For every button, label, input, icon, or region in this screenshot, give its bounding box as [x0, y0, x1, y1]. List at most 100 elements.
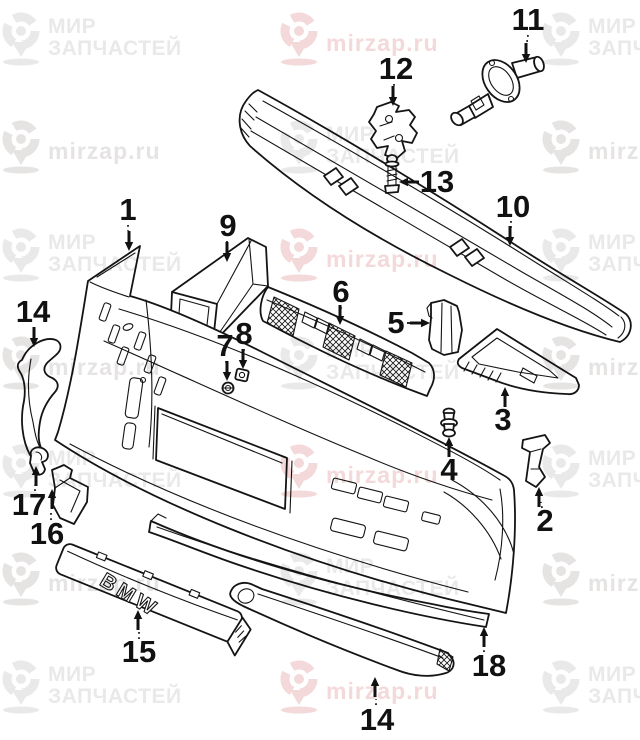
callout-1: 1: [119, 192, 137, 251]
svg-text:10: 10: [496, 189, 530, 224]
site-pin-logo-icon: [543, 557, 579, 606]
svg-text:4: 4: [440, 452, 458, 487]
svg-text:8: 8: [235, 316, 252, 351]
kidney-vent-slots: [98, 302, 167, 450]
svg-text:12: 12: [379, 51, 413, 86]
callout-18: 18: [472, 627, 506, 683]
svg-text:ЗАПЧАСТЕЙ: ЗАПЧАСТЕЙ: [588, 252, 640, 276]
callout-13: 13: [399, 164, 454, 199]
watermark-brand: МИР ЗАПЧАСТЕЙ: [3, 231, 181, 282]
watermark-brand: МИР ЗАПЧАСТЕЙ: [3, 15, 182, 66]
part-clip: [29, 446, 49, 476]
brand-pin-logo-icon: [543, 449, 579, 498]
part-corner-molding: [16, 338, 62, 456]
svg-text:ЗАПЧАСТЕЙ: ЗАПЧАСТЕЙ: [588, 684, 640, 708]
part-shock-absorber: [450, 55, 545, 127]
svg-text:ЗАПЧАСТЕЙ: ЗАПЧАСТЕЙ: [48, 36, 182, 60]
part-grille-bracket: [426, 299, 463, 356]
callout-14-left: 14: [16, 294, 51, 347]
svg-text:ЗАПЧАСТЕЙ: ЗАПЧАСТЕЙ: [588, 468, 640, 492]
svg-text:ЗАПЧАСТЕЙ: ЗАПЧАСТЕЙ: [48, 684, 182, 708]
svg-text:9: 9: [219, 208, 236, 243]
callout-12: 12: [379, 51, 413, 106]
leader-arrow-icon: [124, 231, 134, 251]
leader-arrow-icon: [410, 318, 430, 328]
callouts-layer: 1 2 3 4 5 6 7: [12, 2, 554, 737]
svg-text:17: 17: [12, 487, 46, 522]
part-fastener-7: [221, 381, 235, 395]
brand-pin-logo-icon: [3, 233, 39, 282]
brand-pin-logo-icon: [543, 665, 579, 714]
site-pin-logo-icon: [281, 665, 317, 714]
svg-text:3: 3: [494, 402, 511, 437]
callout-15: 15: [122, 610, 156, 669]
svg-text:14: 14: [360, 702, 395, 737]
leader-arrow-icon: [370, 677, 380, 697]
svg-text:МИР: МИР: [48, 663, 96, 686]
callout-4: 4: [440, 437, 458, 487]
svg-text:15: 15: [122, 634, 156, 669]
svg-text:МИР: МИР: [48, 231, 96, 254]
callout-5: 5: [387, 305, 430, 340]
part-corner-trim: [456, 328, 580, 396]
part-support-bracket: [51, 464, 89, 525]
svg-text:14: 14: [16, 294, 51, 329]
svg-text:11: 11: [512, 2, 545, 37]
brand-pin-logo-icon: [3, 17, 39, 66]
callout-3: 3: [494, 387, 512, 437]
svg-text:18: 18: [472, 648, 506, 683]
part-grommet: [440, 407, 458, 438]
leader-arrow-icon: [479, 627, 489, 647]
svg-text:МИР: МИР: [588, 15, 636, 38]
callout-2: 2: [534, 487, 554, 538]
part-fastener-8: [234, 367, 250, 383]
watermark-brand: МИР ЗАПЧАСТЕЙ: [543, 447, 640, 498]
callout-10: 10: [496, 189, 530, 246]
callout-16: 16: [30, 489, 64, 551]
svg-text:16: 16: [30, 516, 64, 551]
part-brake-duct: [169, 237, 269, 343]
site-pin-logo-icon: [543, 125, 579, 174]
svg-text:7: 7: [216, 328, 233, 363]
watermark-brand: МИР ЗАПЧАСТЕЙ: [3, 663, 182, 714]
callout-11: 11: [512, 2, 545, 63]
watermark-site: mirzap.ru: [543, 557, 640, 606]
svg-text:mirzap.ru: mirzap.ru: [588, 570, 640, 596]
callout-7: 7: [216, 328, 234, 381]
watermark-site: mirzap.ru: [281, 17, 438, 66]
svg-text:МИР: МИР: [588, 231, 636, 254]
svg-text:mirzap.ru: mirzap.ru: [588, 354, 640, 380]
svg-text:5: 5: [387, 305, 404, 340]
callout-8: 8: [235, 316, 253, 369]
svg-text:2: 2: [536, 503, 553, 538]
callout-14-bottom: 14: [360, 677, 395, 737]
part-guide-bracket: [521, 434, 551, 488]
part-impact-bar: [238, 89, 632, 343]
brand-pin-logo-icon: [543, 17, 579, 66]
svg-text:МИР: МИР: [588, 447, 636, 470]
watermark-site: mirzap.ru: [3, 125, 161, 174]
svg-text:6: 6: [332, 274, 349, 309]
part-side-bracket: [368, 101, 418, 160]
site-pin-logo-icon: [281, 17, 317, 66]
part-center-grille: [259, 286, 435, 397]
svg-text:mirzap.ru: mirzap.ru: [48, 138, 161, 164]
lower-vent-slots: [330, 477, 441, 552]
site-pin-logo-icon: [281, 233, 317, 282]
site-pin-logo-icon: [3, 557, 39, 606]
callout-9: 9: [219, 208, 237, 262]
watermark-brand: МИР ЗАПЧАСТЕЙ: [543, 15, 640, 66]
part-bolt: [384, 154, 400, 194]
svg-text:mirzap.ru: mirzap.ru: [326, 678, 439, 704]
svg-text:mirzap.ru: mirzap.ru: [588, 138, 640, 164]
watermark-site: mirzap.ru: [543, 125, 640, 174]
svg-text:МИР: МИР: [48, 15, 96, 38]
svg-text:13: 13: [420, 164, 454, 199]
brand-pin-logo-icon: [3, 665, 39, 714]
site-pin-logo-icon: [3, 125, 39, 174]
callout-6: 6: [332, 274, 350, 325]
watermark-brand: МИР ЗАПЧАСТЕЙ: [543, 663, 640, 714]
svg-text:1: 1: [119, 192, 136, 227]
